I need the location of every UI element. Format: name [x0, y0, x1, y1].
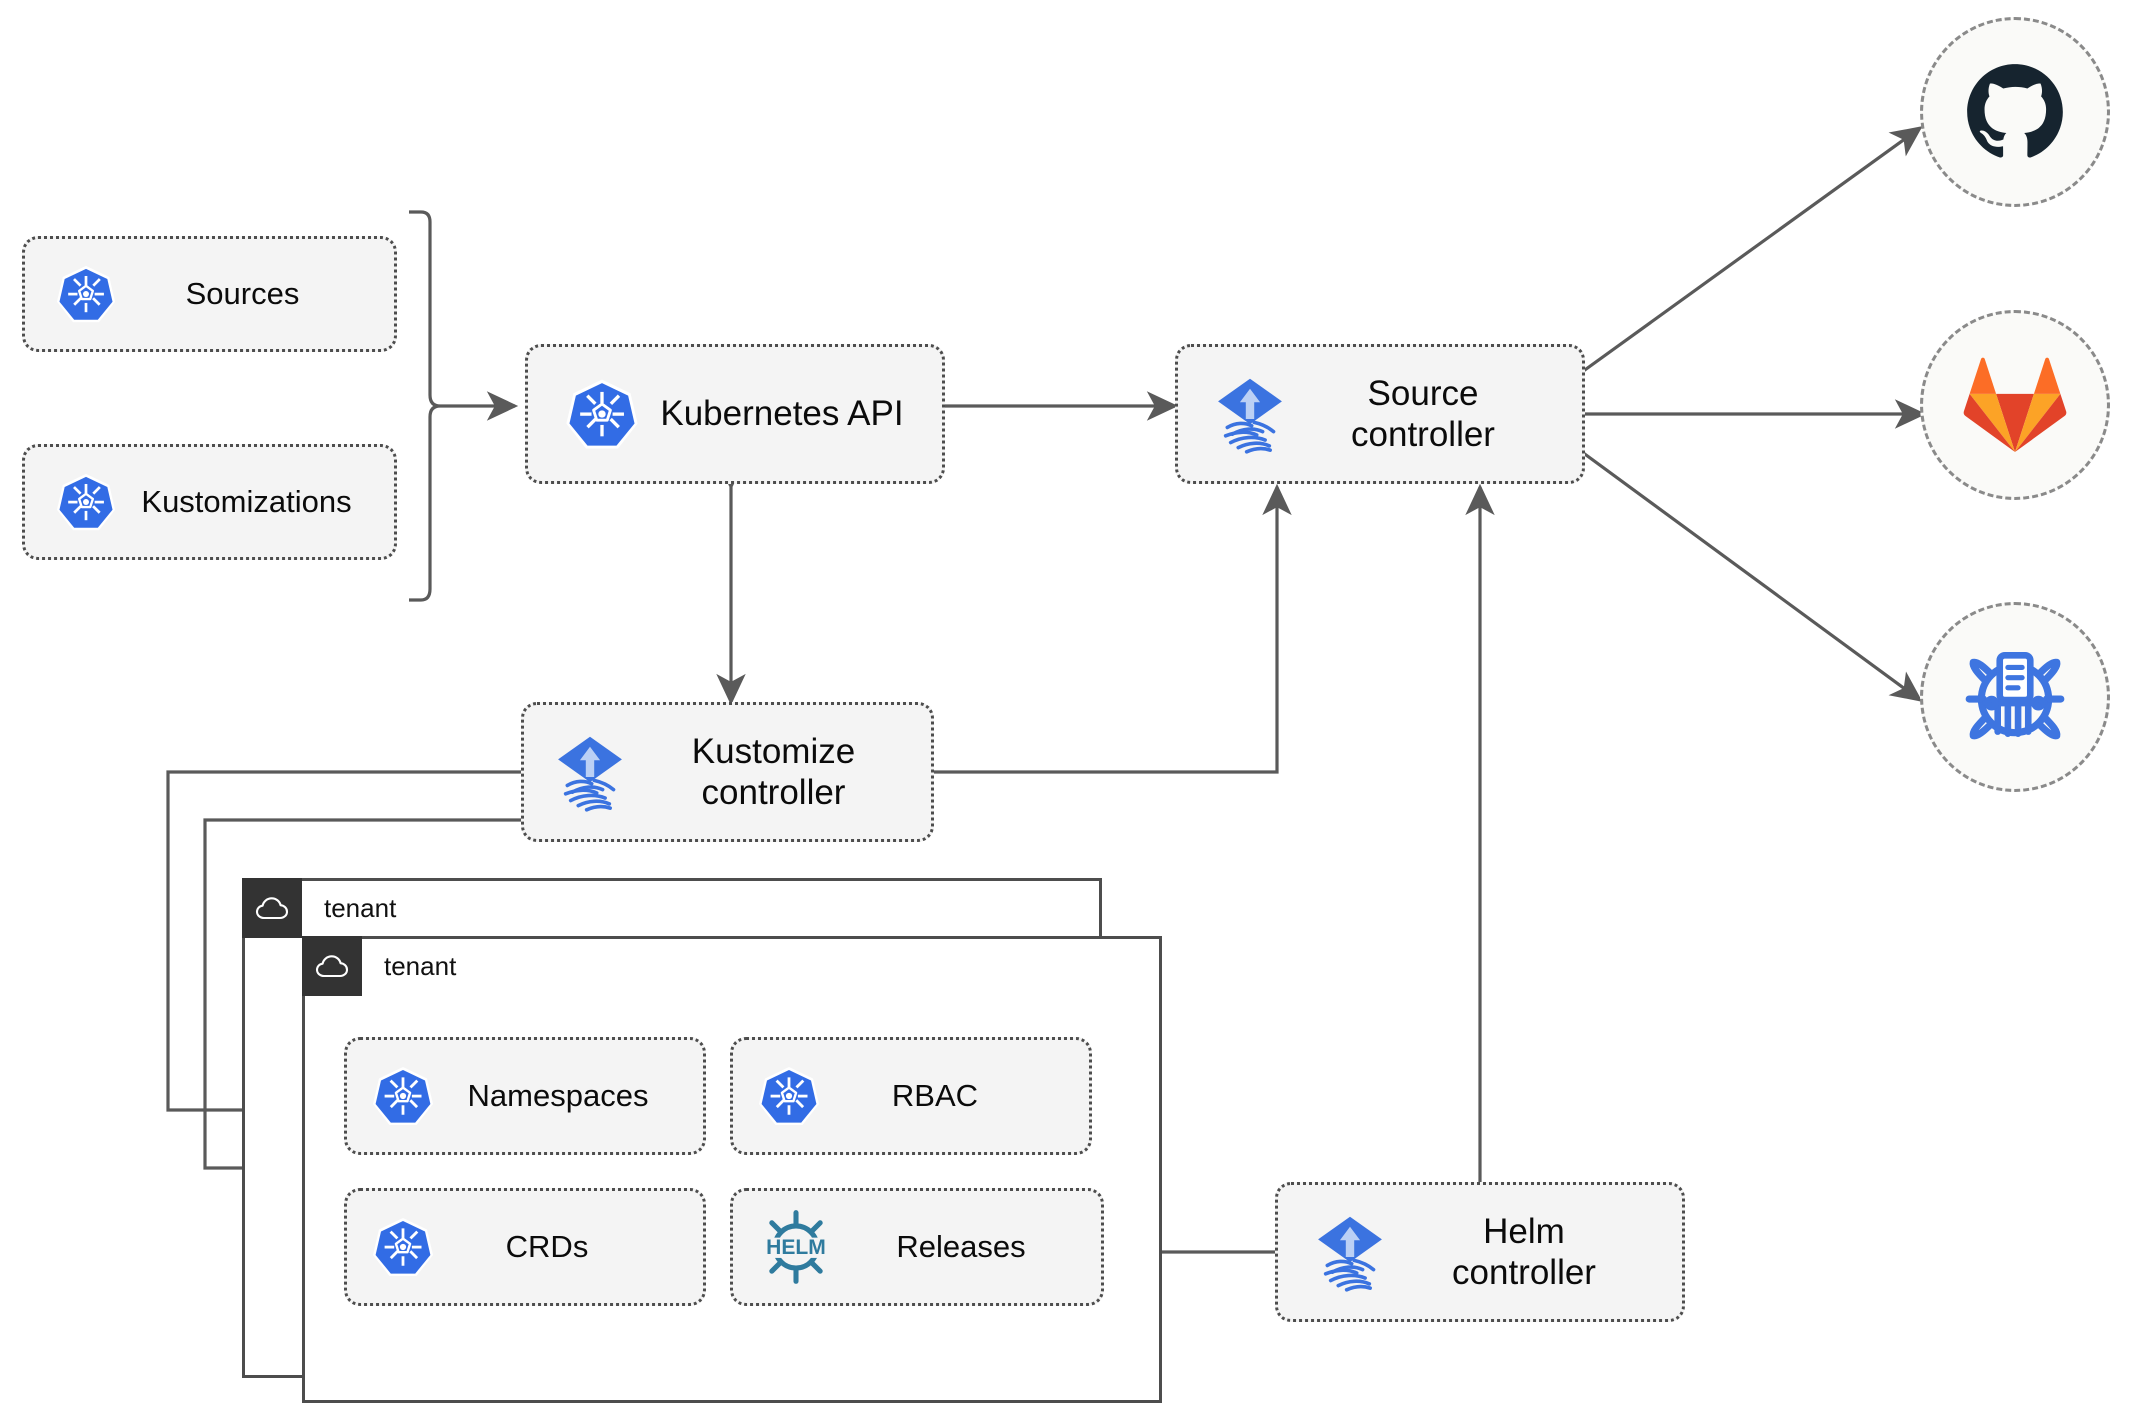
node-label: Kustomize controller — [691, 731, 856, 812]
kubernetes-icon — [564, 376, 640, 452]
node-label: CRDs — [505, 1228, 589, 1264]
node-label: Helm controller — [1452, 1211, 1596, 1292]
node-kustomizations[interactable]: Kustomizations — [22, 444, 397, 560]
node-kubernetes-api[interactable]: Kubernetes API — [525, 344, 945, 484]
github-icon — [1967, 64, 2063, 158]
node-helm-controller[interactable]: Helm controller — [1275, 1182, 1685, 1322]
tenant-header-front: tenant — [302, 936, 456, 996]
node-label: Releases — [896, 1228, 1026, 1264]
tenant-label: tenant — [324, 892, 397, 923]
node-releases[interactable]: HELM Releases — [730, 1188, 1104, 1306]
node-source-controller[interactable]: Source controller — [1175, 344, 1585, 484]
node-namespaces[interactable]: Namespaces — [344, 1037, 706, 1155]
node-label: Source controller — [1351, 373, 1495, 454]
tenant-label: tenant — [384, 950, 457, 981]
node-crds[interactable]: CRDs — [344, 1188, 706, 1306]
flux-icon — [1308, 1210, 1392, 1294]
kubernetes-icon — [371, 1215, 435, 1279]
kubernetes-icon — [55, 263, 117, 325]
kubernetes-icon — [371, 1064, 435, 1128]
tenant-panel-front — [302, 936, 1162, 1403]
flux-icon — [548, 730, 632, 814]
gitlab-icon — [1963, 357, 2067, 453]
node-label: Kustomizations — [141, 483, 352, 519]
resource-bracket — [409, 210, 441, 602]
node-kustomize-controller[interactable]: Kustomize controller — [521, 702, 934, 842]
helm-icon: HELM — [757, 1208, 835, 1286]
node-label: RBAC — [891, 1077, 979, 1113]
cloud-icon — [302, 936, 362, 996]
helm-repository-icon — [1965, 651, 2065, 740]
kubernetes-icon — [757, 1064, 821, 1128]
endpoint-github[interactable] — [1920, 17, 2110, 207]
kubernetes-icon — [55, 471, 117, 533]
endpoint-gitlab[interactable] — [1920, 310, 2110, 500]
node-rbac[interactable]: RBAC — [730, 1037, 1092, 1155]
node-label: Kubernetes API — [660, 394, 904, 434]
node-label: Namespaces — [467, 1077, 649, 1113]
wire-source-to-github — [1581, 126, 1923, 374]
helm-wordmark: HELM — [766, 1236, 826, 1259]
cloud-icon — [242, 878, 302, 938]
tenant-header-back: tenant — [242, 878, 396, 938]
node-sources[interactable]: Sources — [22, 236, 397, 352]
endpoint-helm-repository[interactable] — [1920, 602, 2110, 792]
wire-kustomize-to-source — [934, 483, 1292, 774]
node-label: Sources — [185, 275, 300, 311]
flux-icon — [1208, 372, 1292, 456]
wire-source-to-registry — [1581, 450, 1923, 702]
